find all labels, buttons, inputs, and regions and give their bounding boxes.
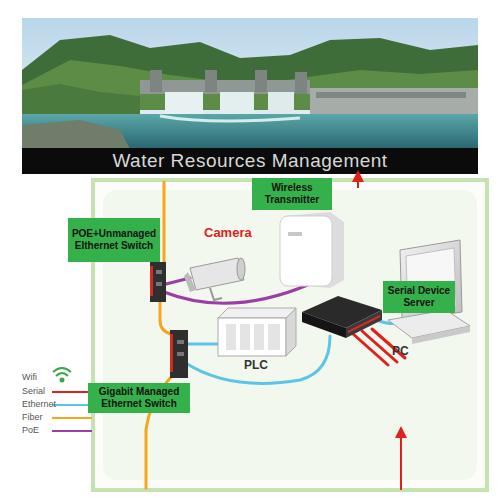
plc-symbol bbox=[286, 308, 296, 356]
dam-photo bbox=[255, 70, 267, 92]
gigabit-switch bbox=[170, 330, 188, 378]
gigabit-switch bbox=[170, 330, 188, 378]
wireless-transmitter-symbol bbox=[280, 216, 332, 286]
plc-symbol bbox=[254, 324, 264, 350]
dam-photo bbox=[22, 18, 478, 149]
legend-text: Wifi bbox=[22, 372, 37, 383]
poe-switch bbox=[150, 266, 153, 296]
camera-symbol bbox=[210, 288, 222, 300]
dam-photo bbox=[160, 116, 300, 121]
gigabit-switch bbox=[177, 352, 184, 356]
pc-symbol bbox=[412, 326, 470, 344]
poe-switch bbox=[156, 282, 162, 286]
dam-photo bbox=[295, 72, 307, 94]
poe-switch bbox=[156, 270, 162, 274]
poe-switch bbox=[150, 262, 166, 302]
dam-photo bbox=[268, 92, 294, 116]
serial-server-symbol bbox=[302, 296, 382, 338]
camera-symbol bbox=[237, 258, 245, 280]
legend-samples bbox=[52, 391, 92, 393]
serial-server-symbol bbox=[348, 316, 380, 332]
network-cables bbox=[163, 182, 166, 262]
dam-photo bbox=[205, 70, 217, 92]
dam-photo bbox=[316, 92, 466, 98]
device-label: Camera bbox=[204, 225, 252, 240]
dam-photo bbox=[22, 114, 478, 149]
camera-symbol bbox=[184, 258, 245, 300]
title-band bbox=[22, 148, 478, 174]
dam-photo bbox=[220, 92, 254, 116]
network-cables bbox=[146, 182, 405, 488]
red-pointer-arrow bbox=[358, 176, 401, 490]
red-pointer-arrow bbox=[400, 432, 402, 490]
legend-text: PoE bbox=[22, 425, 39, 436]
callout-box: Wireless Transmitter bbox=[252, 178, 332, 210]
dam-photo bbox=[165, 92, 203, 116]
plc-symbol bbox=[218, 308, 296, 318]
legend-samples bbox=[52, 368, 92, 431]
gigabit-switch bbox=[177, 340, 184, 344]
wireless-transmitter-symbol bbox=[288, 232, 302, 236]
red-pointer-arrow bbox=[357, 176, 359, 188]
legend-samples bbox=[53, 368, 71, 382]
network-cables bbox=[160, 300, 172, 334]
callout-text: Serial Device Server bbox=[386, 285, 452, 309]
plc-symbol bbox=[268, 324, 280, 350]
dam-photo bbox=[140, 80, 310, 94]
network-cables bbox=[164, 284, 310, 303]
wireless-transmitter-symbol bbox=[280, 212, 344, 288]
callout-text: Gigabit Managed Ethernet Switch bbox=[91, 386, 187, 410]
title-text: Water Resources Management bbox=[22, 150, 478, 172]
callout-box: Gigabit Managed Ethernet Switch bbox=[88, 383, 190, 413]
plc-symbol bbox=[218, 318, 286, 356]
dam-photo bbox=[310, 88, 478, 114]
legend-samples bbox=[61, 379, 64, 382]
callout-text: Wireless Transmitter bbox=[255, 182, 329, 206]
legend-samples bbox=[53, 368, 71, 372]
legend-text: Ethernet bbox=[22, 399, 56, 410]
serial-server-symbol bbox=[302, 312, 346, 338]
callout-box: Serial Device Server bbox=[383, 281, 455, 313]
dam-photo bbox=[22, 120, 130, 149]
dam-photo bbox=[150, 70, 162, 92]
plc-symbol bbox=[240, 324, 250, 350]
poe-switch bbox=[150, 262, 166, 302]
legend-samples bbox=[56, 373, 68, 376]
legend-samples bbox=[52, 430, 92, 432]
legend-samples bbox=[52, 417, 92, 419]
camera-symbol bbox=[190, 258, 244, 290]
device-label: PLC bbox=[244, 358, 268, 372]
gigabit-switch bbox=[170, 334, 173, 372]
camera-symbol bbox=[184, 272, 196, 292]
legend-text: Serial bbox=[22, 386, 45, 397]
network-cables bbox=[186, 343, 218, 346]
serial-server-symbol bbox=[346, 310, 382, 338]
callout-box: POE+Unmanaged Elthernet Switch bbox=[68, 218, 160, 262]
dam-photo bbox=[22, 18, 478, 149]
device-label: PC bbox=[392, 344, 409, 358]
legend-text: Fiber bbox=[22, 412, 43, 423]
plc-symbol bbox=[226, 324, 236, 350]
plc-symbol bbox=[218, 308, 296, 356]
callout-text: POE+Unmanaged Elthernet Switch bbox=[71, 228, 157, 252]
legend-samples bbox=[52, 404, 92, 406]
